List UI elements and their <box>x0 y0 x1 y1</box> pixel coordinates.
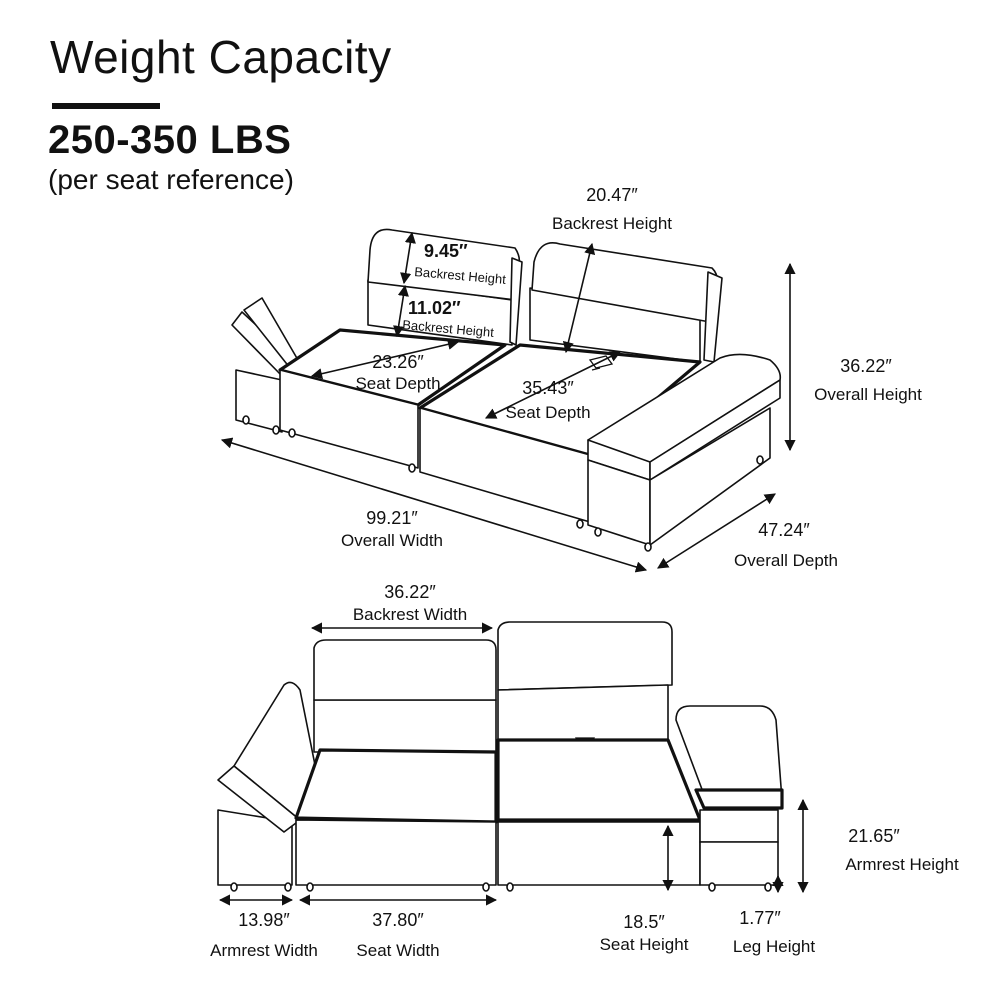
seat-depth-closed-label: Seat Depth <box>355 374 440 393</box>
seat-height-value: 18.5″ <box>623 912 665 932</box>
headrest-height-value: 9.45″ <box>424 241 468 261</box>
overall-depth-arrow <box>657 493 776 569</box>
headrest-height-arrow <box>400 231 416 285</box>
armrest-height-label: Armrest Height <box>845 855 959 874</box>
overall-height-label: Overall Height <box>814 385 922 404</box>
weight-capacity-note: (per seat reference) <box>48 164 294 195</box>
armrest-width-label: Armrest Width <box>210 941 318 960</box>
backrest-lower-height-arrow <box>393 284 409 338</box>
seat-depth-closed-value: 23.26″ <box>372 352 424 372</box>
seat-height-label: Seat Height <box>600 935 689 954</box>
overall-width-label: Overall Width <box>341 531 443 550</box>
backrest-height-label: Backrest Height <box>552 214 672 233</box>
seat-depth-closed-arrow <box>310 338 460 380</box>
overall-width-arrow <box>220 437 648 573</box>
armrest-width-value: 13.98″ <box>238 910 290 930</box>
overall-height-value: 36.22″ <box>840 356 892 376</box>
sofa-perspective-view: 9.45″ Backrest Height 11.02″ Backrest He… <box>220 185 922 573</box>
weight-capacity-value: 250-350 LBS <box>48 118 292 162</box>
seat-depth-extended-label: Seat Depth <box>505 403 590 422</box>
leg-height-value: 1.77″ <box>739 908 781 928</box>
title-underline <box>52 103 160 109</box>
seat-width-value: 37.80″ <box>372 910 424 930</box>
backrest-width-label: Backrest Width <box>353 605 467 624</box>
page-title: Weight Capacity <box>50 31 392 83</box>
sofa-front-view: 36.22″ Backrest Width 21.65″ Armrest Hei… <box>210 582 959 960</box>
backrest-lower-height-value: 11.02″ <box>408 298 461 318</box>
leg-height-label: Leg Height <box>733 937 816 956</box>
overall-width-value: 99.21″ <box>366 508 418 528</box>
backrest-height-value: 20.47″ <box>586 185 638 205</box>
overall-depth-value: 47.24″ <box>758 520 810 540</box>
seat-depth-extended-value: 35.43″ <box>522 378 574 398</box>
overall-depth-label: Overall Depth <box>734 551 838 570</box>
seat-width-label: Seat Width <box>356 941 439 960</box>
armrest-height-value: 21.65″ <box>848 826 900 846</box>
backrest-width-value: 36.22″ <box>384 582 436 602</box>
seat-depth-extended-arrow <box>484 351 622 419</box>
backrest-height-arrow <box>562 242 596 354</box>
